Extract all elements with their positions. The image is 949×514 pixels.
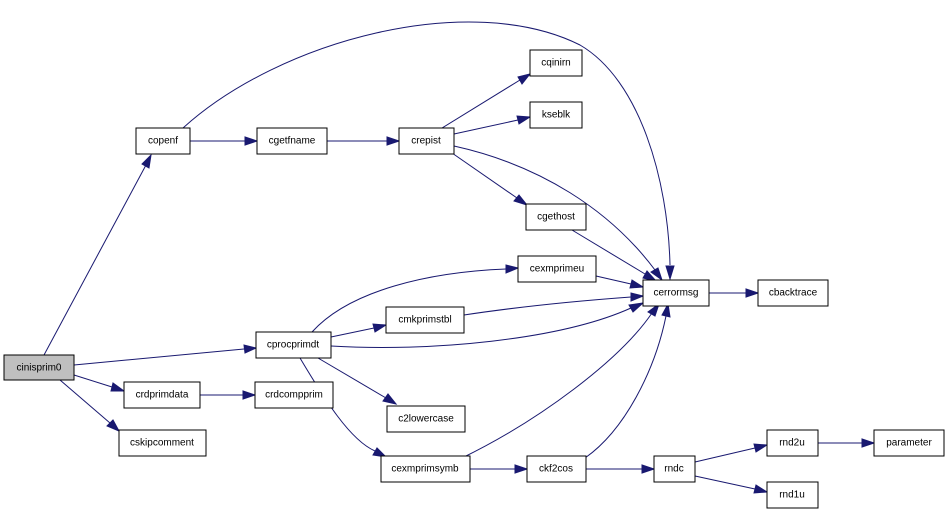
node-crdcompprim[interactable]: crdcompprim: [254, 381, 334, 409]
node-rnd1u[interactable]: rnd1u: [766, 481, 819, 509]
edge-crepist-kseblk: [453, 119, 519, 135]
arrowhead-icon: [110, 382, 126, 392]
node-crdprimdata[interactable]: crdprimdata: [123, 381, 201, 409]
node-cgetfname[interactable]: cgetfname: [256, 127, 328, 155]
node-label: cexmprimeu: [530, 264, 584, 275]
edge-cinisprim0-cprocprimdt: [73, 348, 245, 366]
node-label: cinisprim0: [16, 363, 61, 374]
arrowhead-icon: [516, 115, 532, 125]
edge-crepist-cerrormsg: [453, 145, 656, 271]
node-label: rnd1u: [779, 490, 805, 501]
arrowhead-icon: [106, 419, 121, 433]
arrowhead-icon: [386, 136, 401, 146]
arrowhead-icon: [513, 194, 529, 206]
edge-cprocprimdt-cerrormsg: [330, 307, 632, 348]
node-kseblk[interactable]: kseblk: [529, 101, 583, 129]
arrowhead-icon: [665, 265, 675, 281]
edge-cinisprim0-cskipcomment: [59, 379, 111, 424]
node-cskipcomment[interactable]: cskipcomment: [118, 429, 207, 457]
edge-crepist-cqinirn: [441, 79, 521, 129]
node-label: cbacktrace: [769, 288, 818, 299]
arrowhead-icon: [505, 264, 520, 274]
arrowhead-icon: [753, 443, 769, 453]
node-rndc[interactable]: rndc: [653, 455, 696, 483]
node-label: rndc: [664, 464, 683, 475]
arrowhead-icon: [242, 390, 257, 400]
arrowhead-icon: [244, 136, 259, 146]
edge-cgethost-cerrormsg: [571, 229, 646, 275]
node-label: cskipcomment: [130, 438, 194, 449]
nodes-layer: cinisprim0 copenf cgetfname crepist cqin…: [3, 49, 945, 509]
arrowhead-icon: [629, 279, 645, 289]
node-label: cgetfname: [269, 136, 316, 147]
node-label: cexmprimsymb: [391, 464, 459, 475]
node-rnd2u[interactable]: rnd2u: [766, 429, 819, 457]
arrowhead-icon: [372, 447, 388, 458]
arrowhead-icon: [382, 393, 398, 405]
arrowhead-icon: [630, 292, 645, 302]
edge-cexmprimeu-cerrormsg: [595, 275, 632, 285]
arrowhead-icon: [745, 288, 760, 298]
node-label: ckf2cos: [539, 464, 573, 475]
node-label: cprocprimdt: [267, 340, 319, 351]
node-cinisprim0[interactable]: cinisprim0: [3, 354, 75, 381]
edge-cexmprimsymb-cerrormsg: [461, 312, 653, 459]
node-copenf[interactable]: copenf: [135, 127, 191, 155]
arrowhead-icon: [661, 302, 671, 318]
edge-cprocprimdt-cexmprimeu: [311, 268, 507, 333]
arrowhead-icon: [243, 344, 258, 354]
edge-rndc-rnd1u: [694, 475, 756, 490]
node-label: c2lowercase: [398, 414, 454, 425]
node-label: crdcompprim: [265, 390, 323, 401]
edge-cprocprimdt-cexmprimsymb: [299, 357, 376, 452]
node-label: cgethost: [537, 212, 575, 223]
node-label: cqinirn: [541, 58, 570, 69]
node-label: cerrormsg: [653, 288, 698, 299]
arrowhead-icon: [650, 267, 663, 282]
node-cexmprimeu[interactable]: cexmprimeu: [517, 255, 597, 283]
node-c2lowercase[interactable]: c2lowercase: [386, 405, 466, 433]
edge-cinisprim0-copenf: [43, 164, 147, 356]
node-cerrormsg[interactable]: cerrormsg: [642, 279, 710, 307]
arrowhead-icon: [641, 464, 656, 474]
node-cexmprimsymb[interactable]: cexmprimsymb: [380, 455, 471, 483]
edge-cinisprim0-crdprimdata: [73, 374, 113, 388]
arrowhead-icon: [628, 302, 645, 313]
edge-crepist-cgethost: [451, 152, 518, 199]
arrowhead-icon: [861, 438, 876, 448]
node-ckf2cos[interactable]: ckf2cos: [526, 455, 587, 483]
arrowhead-icon: [753, 484, 769, 494]
edge-ckf2cos-cerrormsg: [584, 315, 667, 459]
edge-cprocprimdt-c2lowercase: [317, 357, 387, 399]
node-label: cmkprimstbl: [398, 315, 451, 326]
edges-layer: [43, 21, 876, 494]
node-cqinirn[interactable]: cqinirn: [529, 49, 583, 77]
node-label: crepist: [411, 136, 441, 147]
node-cbacktrace[interactable]: cbacktrace: [757, 279, 829, 307]
node-label: parameter: [886, 438, 932, 449]
node-cprocprimdt[interactable]: cprocprimdt: [255, 331, 332, 359]
edge-cmkprimstbl-cerrormsg: [463, 296, 632, 316]
arrowhead-icon: [372, 323, 388, 333]
node-label: kseblk: [542, 110, 571, 121]
node-cmkprimstbl[interactable]: cmkprimstbl: [385, 306, 465, 334]
node-cgethost[interactable]: cgethost: [525, 203, 587, 231]
arrowhead-icon: [647, 302, 660, 317]
edge-copenf-cerrormsg: [182, 21, 671, 266]
node-label: crdprimdata: [136, 390, 189, 401]
node-crepist[interactable]: crepist: [398, 127, 455, 155]
arrowhead-icon: [514, 464, 529, 474]
arrowhead-icon: [517, 73, 532, 85]
edge-cprocprimdt-cmkprimstbl: [330, 327, 375, 338]
node-parameter[interactable]: parameter: [873, 429, 945, 457]
node-label: rnd2u: [779, 438, 805, 449]
arrowhead-icon: [141, 153, 152, 169]
edge-rndc-rnd2u: [694, 447, 756, 463]
node-label: copenf: [148, 136, 178, 147]
